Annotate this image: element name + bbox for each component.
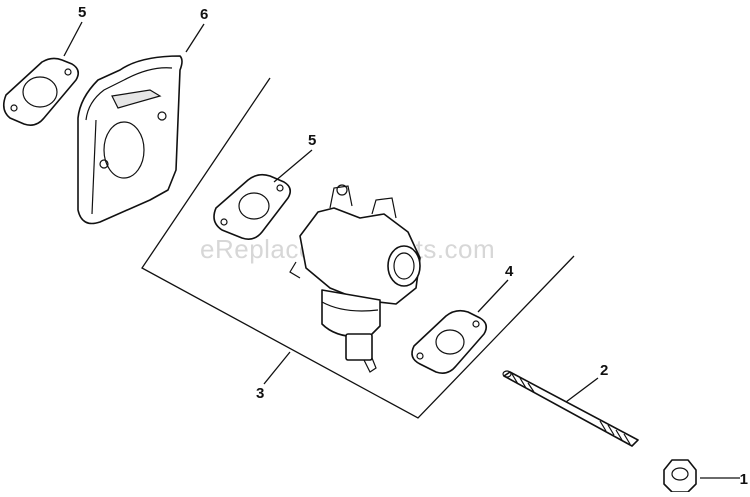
callout-5-middle: 5	[308, 132, 316, 149]
leader-6	[185, 23, 205, 53]
callout-6: 6	[200, 6, 208, 23]
carburetor-body[interactable]	[289, 184, 421, 373]
gasket-top-left[interactable]	[2, 57, 80, 126]
gasket-lower[interactable]	[411, 309, 488, 374]
nut[interactable]	[663, 459, 697, 493]
callout-3: 3	[256, 385, 264, 402]
leader-2	[565, 377, 599, 403]
stud[interactable]	[502, 370, 639, 447]
leader-4	[477, 279, 509, 313]
callout-4: 4	[505, 263, 514, 280]
callout-2: 2	[600, 362, 608, 379]
leader-3	[263, 351, 291, 385]
leader-5-middle	[273, 149, 313, 183]
callout-5-top: 5	[78, 4, 86, 21]
spacer-plate[interactable]	[77, 55, 183, 225]
callout-1: 1	[740, 471, 748, 488]
assembly-boundary	[141, 77, 575, 419]
leader-5-top	[63, 21, 83, 57]
gasket-middle[interactable]	[213, 173, 292, 240]
